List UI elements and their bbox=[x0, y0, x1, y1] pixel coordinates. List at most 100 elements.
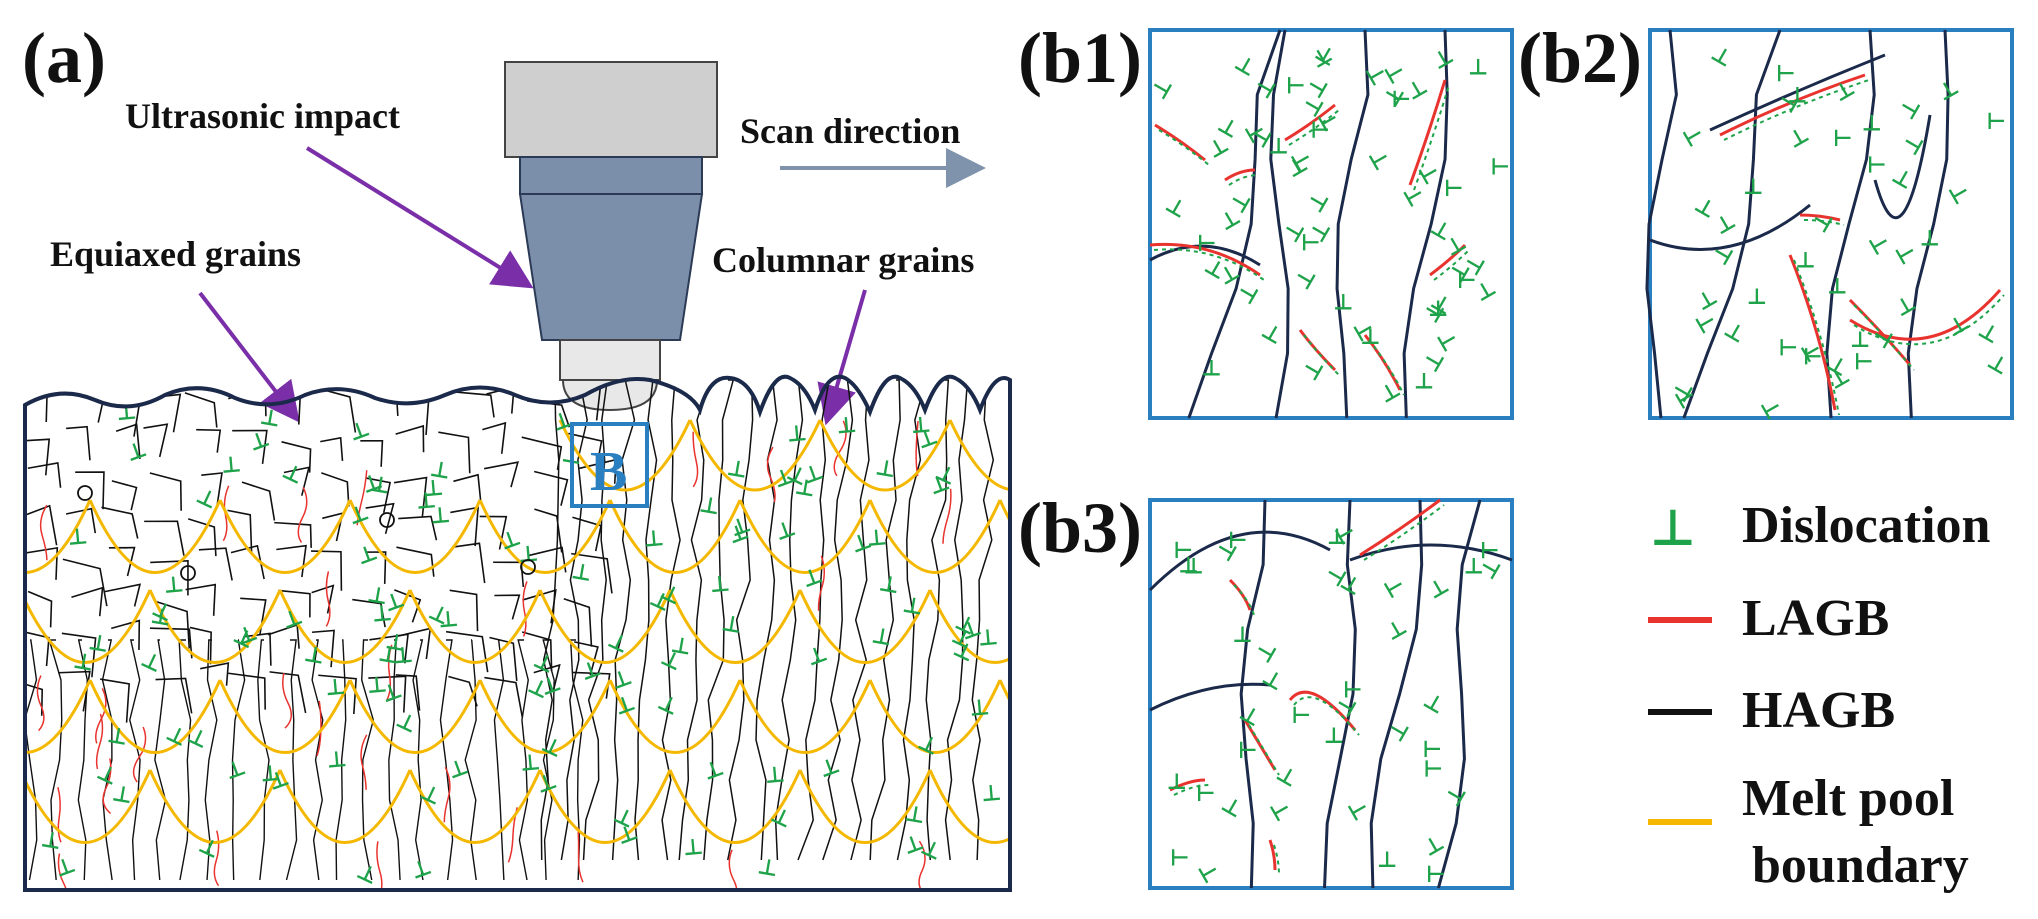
dislocation-symbol: ⊥ bbox=[772, 516, 799, 546]
lagb-line bbox=[1849, 289, 2002, 341]
dislocation-wall bbox=[1228, 174, 1260, 186]
hagb-line bbox=[1402, 29, 1449, 419]
columnar-grain-boundary bbox=[971, 379, 995, 861]
equiaxed-grain-boundary bbox=[274, 521, 312, 548]
columnar-grain-boundary bbox=[869, 379, 901, 861]
melt-pool-boundary bbox=[738, 679, 872, 754]
equiaxed-grain-boundary bbox=[393, 476, 428, 517]
hagb-line bbox=[1269, 29, 1290, 419]
equiaxed-grain-boundary bbox=[144, 520, 185, 556]
grain-boundary bbox=[154, 639, 167, 881]
equiaxed-grain-boundary bbox=[228, 672, 266, 710]
dislocation-symbol: ⊥ bbox=[1269, 134, 1289, 159]
dislocation-symbol: ⊥ bbox=[137, 647, 166, 678]
equiaxed-grain-boundary bbox=[321, 472, 350, 507]
dislocation-symbol: ⊥ bbox=[354, 540, 381, 570]
precipitate-circle bbox=[379, 512, 395, 528]
dislocation-symbol: ⊥ bbox=[517, 542, 539, 569]
lagb-line bbox=[692, 431, 699, 488]
equiaxed-grain-boundary bbox=[395, 424, 425, 453]
melt-pool-boundary bbox=[868, 499, 1002, 574]
hagb-line bbox=[1187, 29, 1282, 419]
equiaxed-grain-boundary bbox=[579, 458, 617, 484]
lagb-line bbox=[1788, 254, 1837, 411]
dislocation-symbol: ⊥ bbox=[324, 675, 346, 702]
melt-pool-boundary bbox=[218, 499, 352, 574]
precipitate-circle bbox=[180, 565, 196, 581]
dislocation-symbol: ⊥ bbox=[767, 803, 796, 834]
equiaxed-grain-boundary bbox=[483, 461, 519, 488]
columnar-grain-boundary bbox=[582, 379, 608, 861]
grain-boundary bbox=[311, 639, 324, 881]
equiaxed-grain-boundary bbox=[75, 471, 105, 510]
dislocation-symbol: ⊥ bbox=[71, 649, 95, 677]
legend-dislocation-label: Dislocation bbox=[1742, 497, 1991, 554]
ultrasonic-impact-label: Ultrasonic impact bbox=[125, 96, 400, 136]
equiaxed-grain-boundary bbox=[27, 461, 62, 488]
melt-pool-boundary bbox=[868, 679, 1002, 754]
melt-pool-boundary bbox=[408, 769, 542, 844]
dislocation-symbol: ⊥ bbox=[1422, 864, 1447, 884]
equiaxed-grain-boundary bbox=[533, 470, 569, 506]
hagb-line bbox=[1906, 29, 1950, 419]
equiaxed-grain-boundary bbox=[196, 428, 222, 453]
grain-boundary bbox=[285, 639, 298, 881]
lagb-line bbox=[36, 675, 45, 732]
melt-pool-boundary bbox=[608, 499, 742, 574]
equiaxed-grain-boundary bbox=[103, 583, 142, 607]
equiaxed-grain-boundary bbox=[448, 675, 478, 707]
hagb-line bbox=[1148, 530, 1331, 592]
equiaxed-grain-boundary bbox=[155, 677, 193, 714]
dislocation-symbol: ⊥ bbox=[1420, 758, 1445, 778]
dislocation-symbol: ⊥ bbox=[1327, 525, 1347, 550]
columnar-grain-boundary bbox=[850, 379, 872, 861]
dislocation-symbol: ⊥ bbox=[1428, 297, 1448, 322]
dislocation-symbol: ⊥ bbox=[1827, 275, 1847, 300]
hagb-line bbox=[1825, 29, 1876, 419]
melt-pool-boundary bbox=[348, 499, 482, 574]
equiaxed-grain-boundary bbox=[322, 512, 344, 542]
legend-lagb-label: LAGB bbox=[1742, 590, 1889, 647]
grain-boundary bbox=[77, 639, 89, 881]
dislocation-symbol: ⊥ bbox=[519, 750, 541, 777]
equiaxed-grain-boundary bbox=[571, 552, 613, 594]
equiaxed-grain-boundary bbox=[365, 502, 395, 535]
lagb-line bbox=[1243, 719, 1277, 771]
equiaxed-grain-boundary bbox=[149, 472, 182, 511]
dislocation-symbol: ⊥ bbox=[1377, 848, 1397, 873]
columnar-arrow bbox=[817, 289, 867, 426]
dislocation-symbol: ⊥ bbox=[39, 827, 63, 855]
lagb-line bbox=[1268, 839, 1277, 871]
melt-pool-boundary bbox=[688, 419, 822, 492]
melt-pool-boundary bbox=[25, 679, 92, 754]
dislocation-symbol: ⊥ bbox=[1862, 112, 1882, 137]
dislocation-symbol: ⊥ bbox=[816, 753, 843, 783]
equiaxed-grain-boundary bbox=[489, 636, 518, 682]
dislocation-symbol: ⊥ bbox=[1288, 705, 1313, 725]
dislocation-symbol: ⊥ bbox=[866, 525, 888, 552]
specimen-block: ⊥⊥⊥⊥⊥⊥⊥⊥⊥⊥⊥⊥⊥⊥⊥⊥⊥⊥⊥⊥⊥⊥⊥⊥⊥⊥⊥⊥⊥⊥⊥⊥⊥⊥⊥⊥⊥⊥⊥⊥… bbox=[23, 374, 1012, 892]
equiaxed-grain-boundary bbox=[521, 631, 553, 672]
dislocation-symbol: ⊥ bbox=[163, 572, 185, 599]
hagb-line bbox=[1369, 499, 1424, 889]
dislocation-symbol: ⊥ bbox=[786, 421, 808, 448]
lagb-line bbox=[1228, 578, 1252, 611]
dislocation-symbol: ⊥ bbox=[384, 629, 408, 657]
equiaxed-grain-boundary bbox=[453, 473, 482, 503]
equiaxed-grain-boundary bbox=[111, 480, 138, 511]
equiaxed-grain-boundary bbox=[201, 472, 223, 507]
lagb-line bbox=[522, 581, 528, 637]
equiaxed-grain-boundary bbox=[61, 632, 97, 678]
equiaxed-grain-boundary bbox=[25, 546, 59, 580]
dislocation-symbol: ⊥ bbox=[977, 625, 999, 652]
lagb-line bbox=[577, 827, 584, 883]
dislocation-wall bbox=[1368, 339, 1405, 396]
dislocation-wall bbox=[1173, 784, 1210, 796]
melt-pool-boundary bbox=[668, 769, 802, 844]
dislocation-symbol: ⊥ bbox=[654, 690, 683, 721]
equiaxed-grain-boundary bbox=[198, 547, 233, 581]
dislocation-symbol: ⊥ bbox=[1339, 679, 1364, 699]
equiaxed-grain-boundary bbox=[25, 631, 50, 667]
equiaxed-grain-boundary bbox=[352, 598, 386, 628]
dislocation-symbol: ⊥ bbox=[1799, 346, 1824, 366]
